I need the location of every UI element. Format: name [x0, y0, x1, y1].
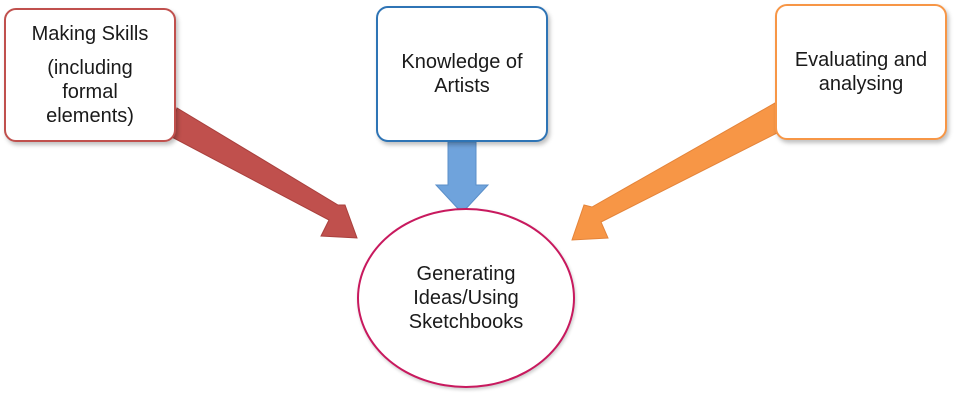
- node-generating-ideas: Generating Ideas/Using Sketchbooks: [357, 208, 575, 388]
- node-knowledge-line1: Knowledge of: [401, 51, 523, 73]
- node-making-skills-line2: (including: [47, 57, 133, 79]
- node-center-line3: Sketchbooks: [408, 311, 524, 333]
- node-making-skills-line1: Making Skills: [31, 23, 149, 45]
- node-center-line2: Ideas/Using: [413, 287, 519, 309]
- node-making-skills-line4: elements): [46, 105, 134, 127]
- arrow-making-to-center: [167, 107, 358, 239]
- node-evaluating-line1: Evaluating and: [794, 49, 928, 71]
- node-evaluating-line2: analysing: [818, 73, 904, 95]
- node-center-line1: Generating: [416, 263, 516, 285]
- node-knowledge-line2: Artists: [434, 75, 490, 97]
- node-making-skills: Making Skills (including formal elements…: [4, 8, 176, 142]
- arrow-knowledge-to-center: [434, 141, 490, 214]
- node-making-skills-line3: formal: [62, 81, 118, 103]
- arrow-evaluating-to-center: [571, 102, 786, 241]
- node-evaluating-and-analysing: Evaluating and analysing: [775, 4, 947, 140]
- node-knowledge-of-artists: Knowledge of Artists: [376, 6, 548, 142]
